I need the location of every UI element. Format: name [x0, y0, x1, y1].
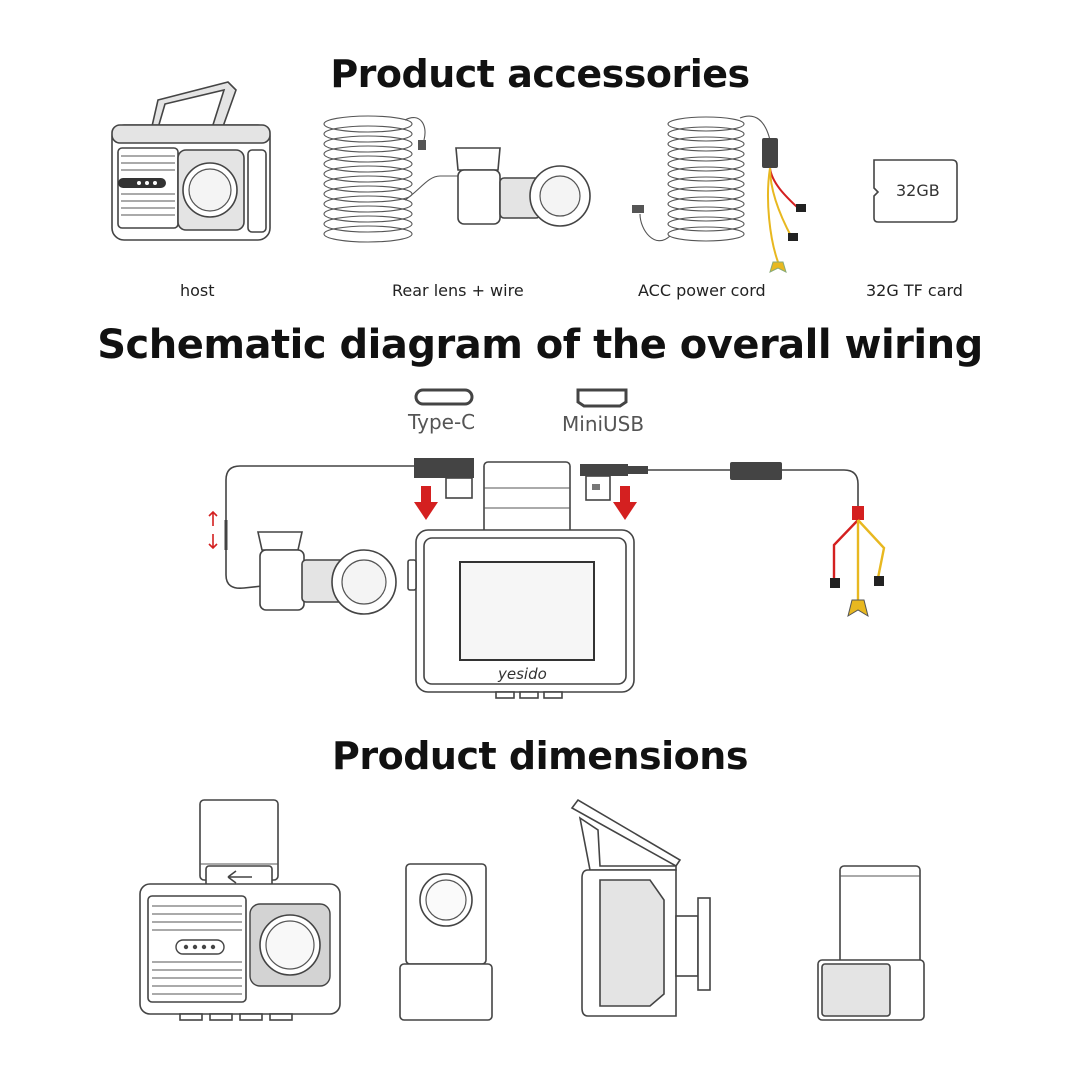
rear-lens-wire-icon: [323, 115, 591, 243]
acc-power-cord-icon: [632, 115, 806, 273]
host-camera-icon: [111, 81, 271, 241]
accessory-label-host: host: [180, 281, 215, 300]
type-c-plug-icon: [414, 458, 474, 499]
down-arrow-icon: [414, 486, 438, 520]
back-view-icon: [817, 865, 925, 1021]
mini-usb-plug-icon: [580, 464, 648, 501]
rear-lens-view-icon: [399, 863, 493, 1021]
front-view-icon: [139, 799, 341, 1021]
side-view-icon: [570, 798, 711, 1017]
accessory-label-rear-lens: Rear lens + wire: [392, 281, 524, 300]
type-c-port-icon: [414, 388, 474, 406]
main-camera-icon: yesido: [407, 529, 635, 699]
tf-card-icon: 32GB: [873, 159, 958, 223]
accessories-title: Product accessories: [330, 52, 750, 96]
down-arrow-icon: [613, 486, 637, 520]
mini-usb-label: MiniUSB: [562, 412, 645, 436]
accessory-label-acc-cord: ACC power cord: [638, 281, 766, 300]
wiring-title: Schematic diagram of the overall wiring: [97, 322, 983, 368]
type-c-label: Type-C: [408, 410, 476, 434]
mini-usb-port-icon: [576, 388, 628, 408]
accessory-label-tf-card: 32G TF card: [866, 281, 963, 300]
rear-camera-icon: [257, 531, 397, 615]
brand-logo: yesido: [497, 665, 547, 683]
tf-card-capacity: 32GB: [896, 181, 940, 200]
dimensions-title: Product dimensions: [332, 734, 748, 778]
